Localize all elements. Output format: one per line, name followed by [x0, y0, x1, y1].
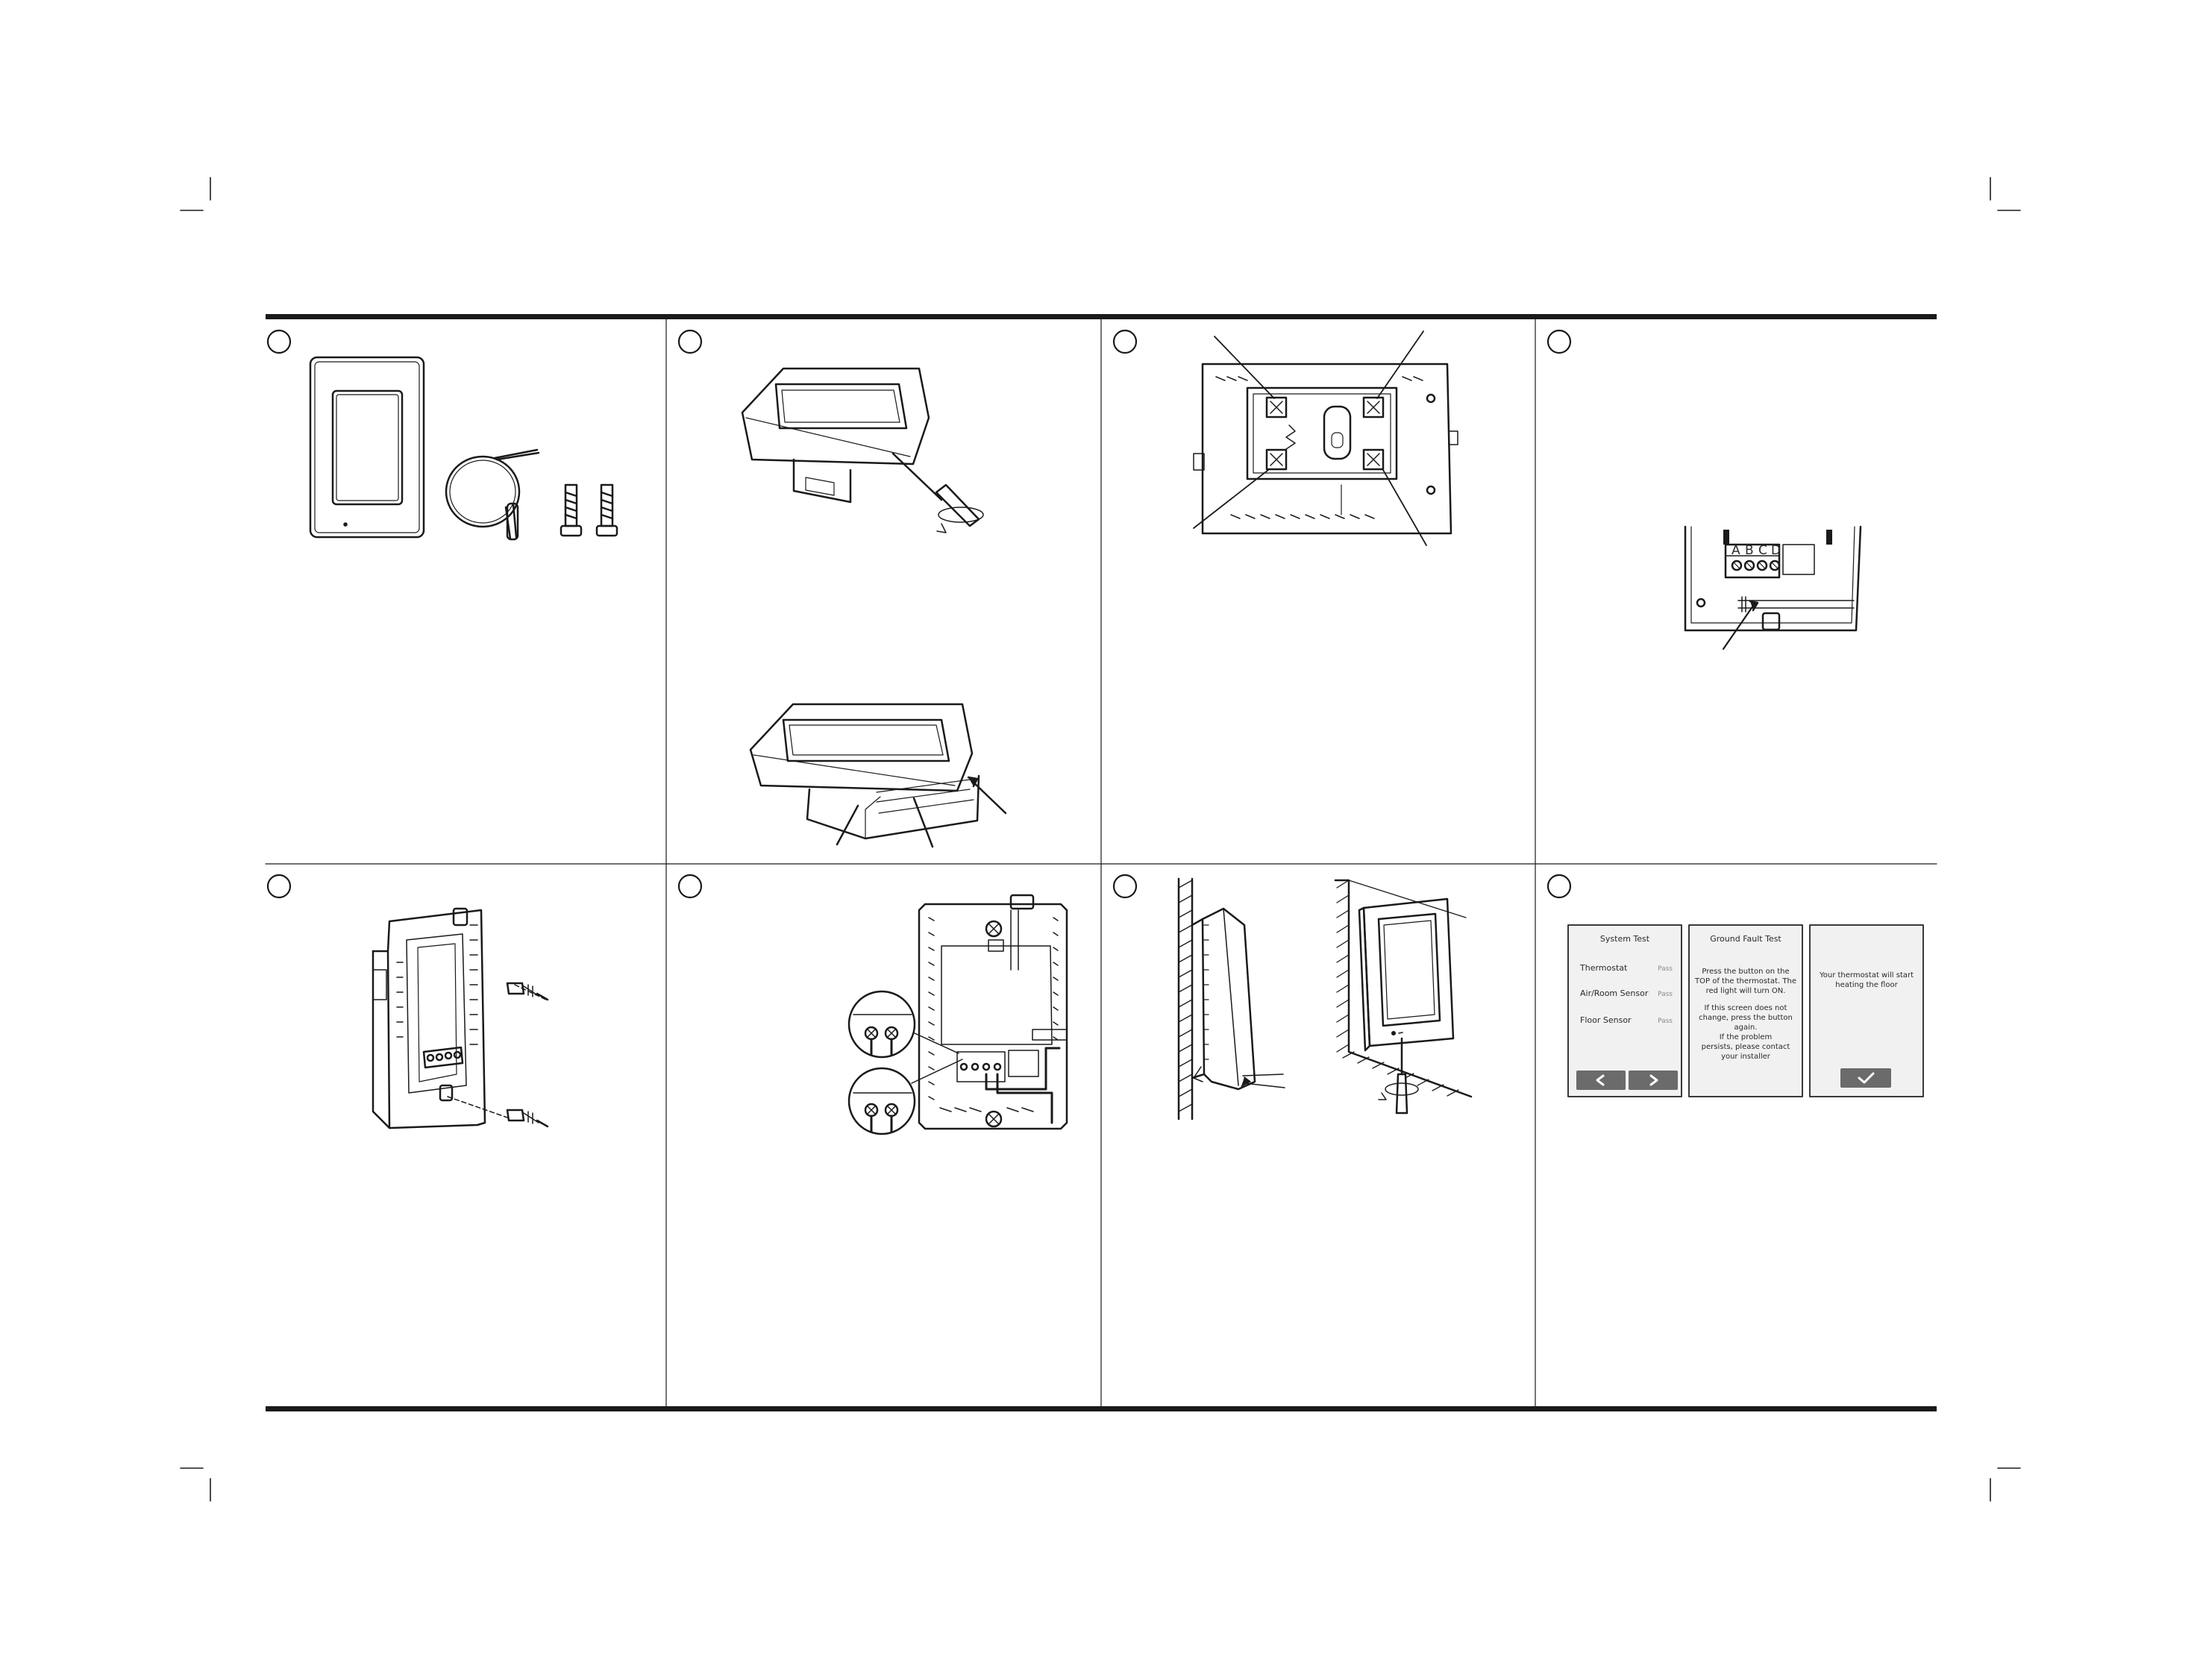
panel-grid — [265, 314, 1937, 1411]
mounting-screw-illustration — [506, 982, 549, 1001]
thermostat-front-illustration — [309, 356, 425, 539]
mounting-screw-illustration — [560, 483, 583, 537]
callout-lines — [1193, 330, 1427, 546]
floor-sensor-illustration — [445, 448, 540, 541]
thermostat-separated-illustration — [749, 703, 1007, 848]
panel-6-wiring — [847, 894, 1068, 1135]
ground-fault-test-screen: Ground Fault Test Press the button on th… — [1688, 924, 1803, 1097]
heating-message-line: heating the floor — [1835, 981, 1898, 989]
top-rule — [266, 314, 1937, 319]
crop-marks — [180, 177, 2021, 1502]
terminal-label-d: D — [1771, 543, 1781, 558]
next-button[interactable] — [1629, 1071, 1678, 1090]
ground-fault-line: again. — [1734, 1024, 1758, 1032]
previous-button[interactable] — [1576, 1071, 1626, 1090]
ground-fault-title: Ground Fault Test — [1710, 934, 1781, 944]
ground-fault-line: persists, please contact — [1702, 1043, 1790, 1051]
terminal-screw — [1265, 396, 1288, 419]
back-plate-illustration — [1193, 363, 1458, 535]
wiring-detail-magnifier-bottom — [847, 1059, 963, 1135]
ground-fault-line: change, press the button — [1699, 1014, 1793, 1022]
step-marker-2 — [677, 329, 703, 354]
base-plate-back-illustration — [918, 894, 1068, 1130]
ground-fault-line: If this screen does not — [1705, 1004, 1787, 1012]
panel-4-terminal: A B C D — [1684, 525, 1862, 651]
step-marker-8 — [1546, 874, 1572, 899]
terminal-screw — [1362, 448, 1385, 471]
thermostat-perspective-illustration — [741, 367, 930, 504]
ground-fault-line: TOP of the thermostat. The — [1694, 977, 1796, 985]
terminal-block-illustration: A B C D — [1684, 525, 1862, 651]
panel-2-remove — [741, 367, 1007, 848]
chevron-left-icon — [1596, 1074, 1605, 1086]
air-room-sensor-status: Pass — [1658, 991, 1673, 998]
step-marker-1 — [266, 329, 292, 354]
panel-7-attach — [1177, 877, 1473, 1120]
step-marker-4 — [1546, 329, 1572, 354]
base-plate-perspective-illustration — [372, 907, 486, 1129]
ground-fault-line: red light will turn ON. — [1706, 987, 1786, 995]
ground-fault-line: If the problem — [1720, 1033, 1773, 1041]
confirm-button[interactable] — [1840, 1068, 1891, 1088]
terminal-screw — [1265, 448, 1288, 471]
floor-sensor-label: Floor Sensor — [1580, 1015, 1632, 1025]
panel-8-screens: System Test Thermostat Pass Air/Room Sen… — [1567, 924, 1924, 1097]
ground-fault-line: Press the button on the — [1702, 968, 1789, 976]
terminal-label-b: B — [1745, 543, 1754, 558]
heating-message-line: Your thermostat will start — [1819, 971, 1914, 980]
mounting-screw-illustration — [447, 1096, 549, 1128]
thermostat-status: Pass — [1658, 965, 1673, 973]
panel-5-mount — [372, 907, 549, 1129]
check-icon — [1858, 1072, 1875, 1084]
panel-3-backplate — [1193, 330, 1458, 546]
terminal-label-a: A — [1732, 543, 1740, 558]
screwdriver-illustration — [891, 452, 984, 533]
step-marker-6 — [677, 874, 703, 899]
step-marker-7 — [1112, 874, 1138, 899]
air-room-sensor-label: Air/Room Sensor — [1580, 988, 1649, 998]
wall-side-view-illustration — [1177, 877, 1285, 1120]
chevron-right-icon — [1649, 1074, 1658, 1086]
step-marker-5 — [266, 874, 292, 899]
system-test-screen: System Test Thermostat Pass Air/Room Sen… — [1567, 924, 1682, 1097]
system-test-title: System Test — [1600, 934, 1650, 944]
screwdriver-illustration — [1378, 1037, 1419, 1115]
floor-sensor-status: Pass — [1658, 1018, 1673, 1025]
step-marker-3 — [1112, 329, 1138, 354]
terminal-label-c: C — [1758, 543, 1767, 558]
wiring-detail-magnifier-top — [847, 990, 959, 1059]
terminal-screw — [1362, 396, 1385, 419]
thermostat-label: Thermostat — [1579, 963, 1628, 973]
step-markers — [266, 329, 1572, 899]
panel-1-contents — [309, 356, 618, 541]
heating-start-screen: Your thermostat will start heating the f… — [1809, 924, 1924, 1097]
bottom-rule — [266, 1406, 1937, 1411]
ground-fault-line: your installer — [1721, 1053, 1771, 1061]
wall-front-view-illustration — [1334, 879, 1473, 1098]
mounting-screw-illustration — [595, 483, 618, 537]
